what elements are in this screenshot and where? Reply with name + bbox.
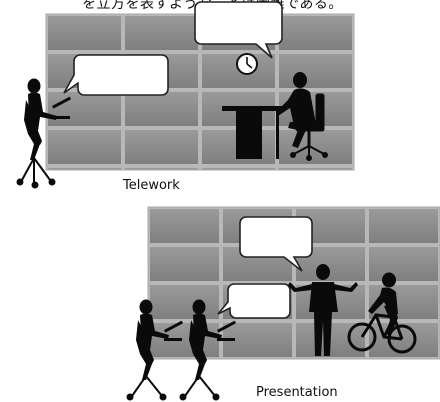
presentation-speech-bubble-audience [217,283,291,319]
clock-icon [236,53,258,75]
telework-speech-bubble-worker [63,54,169,96]
audience-stool-2 [179,375,220,401]
caption-telework: Telework [123,178,180,193]
audience-stool-1 [126,375,167,401]
cyclist-silhouette [347,272,417,354]
presenter-silhouette [288,264,358,356]
telework-speech-bubble-office [194,1,283,59]
desk-icon [222,106,284,159]
stool-icon [16,157,56,189]
presentation-speech-bubble-speaker [239,216,313,272]
laptop-icon [52,96,72,119]
audience-member-1-silhouette [136,299,184,380]
caption-presentation: Presentation [256,385,338,400]
audience-member-2-silhouette [189,299,237,380]
office-chair-icon [290,93,328,161]
bicycle-icon [347,313,417,354]
worker-with-laptop-silhouette [24,78,72,160]
